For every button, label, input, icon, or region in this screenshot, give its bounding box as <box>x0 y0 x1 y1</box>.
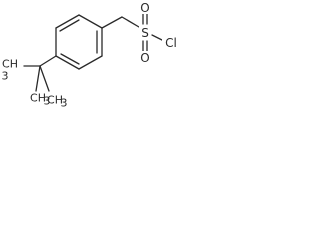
methyl-bottom-b-label: CH 3 <box>47 94 67 110</box>
bond-quaternary-to-methyl-bottom-b <box>39 65 50 92</box>
benzene-ring <box>55 14 103 70</box>
methyl-bottom-b-subscript: 3 <box>61 97 68 110</box>
bond-ring-to-ch2 <box>101 16 123 29</box>
ring-bond-top-left <box>55 14 80 29</box>
bond-ring-to-quaternary-carbon <box>39 55 57 67</box>
ring-double-bond-bottom <box>60 53 80 65</box>
methyl-left-ch: CH <box>2 58 18 71</box>
sulfur-label: S <box>141 26 149 40</box>
ring-bond-bottom-left <box>55 55 80 70</box>
chlorine-label: Cl <box>165 36 177 50</box>
bond-quaternary-to-methyl-bottom-a <box>35 65 41 92</box>
ring-bond-bottom-right <box>78 55 103 70</box>
methyl-bottom-a-label: CH 3 <box>30 92 50 108</box>
structure-diagram: S O O Cl CH 3 CH 3 CH 3 <box>2 1 180 110</box>
bond-ch2-to-sulfur <box>121 16 140 28</box>
methyl-bottom-b-ch: CH <box>47 94 63 107</box>
methyl-bottom-a-ch: CH <box>30 92 46 105</box>
oxygen-bottom-label: O <box>140 51 149 65</box>
ring-bond-top-right <box>78 14 103 29</box>
methyl-left-label: CH 3 <box>2 58 18 83</box>
oxygen-top-label: O <box>140 1 149 15</box>
methyl-left-subscript: 3 <box>2 70 9 83</box>
ring-double-bond-top <box>59 19 80 32</box>
methyl-bottom-a-subscript: 3 <box>44 95 51 108</box>
